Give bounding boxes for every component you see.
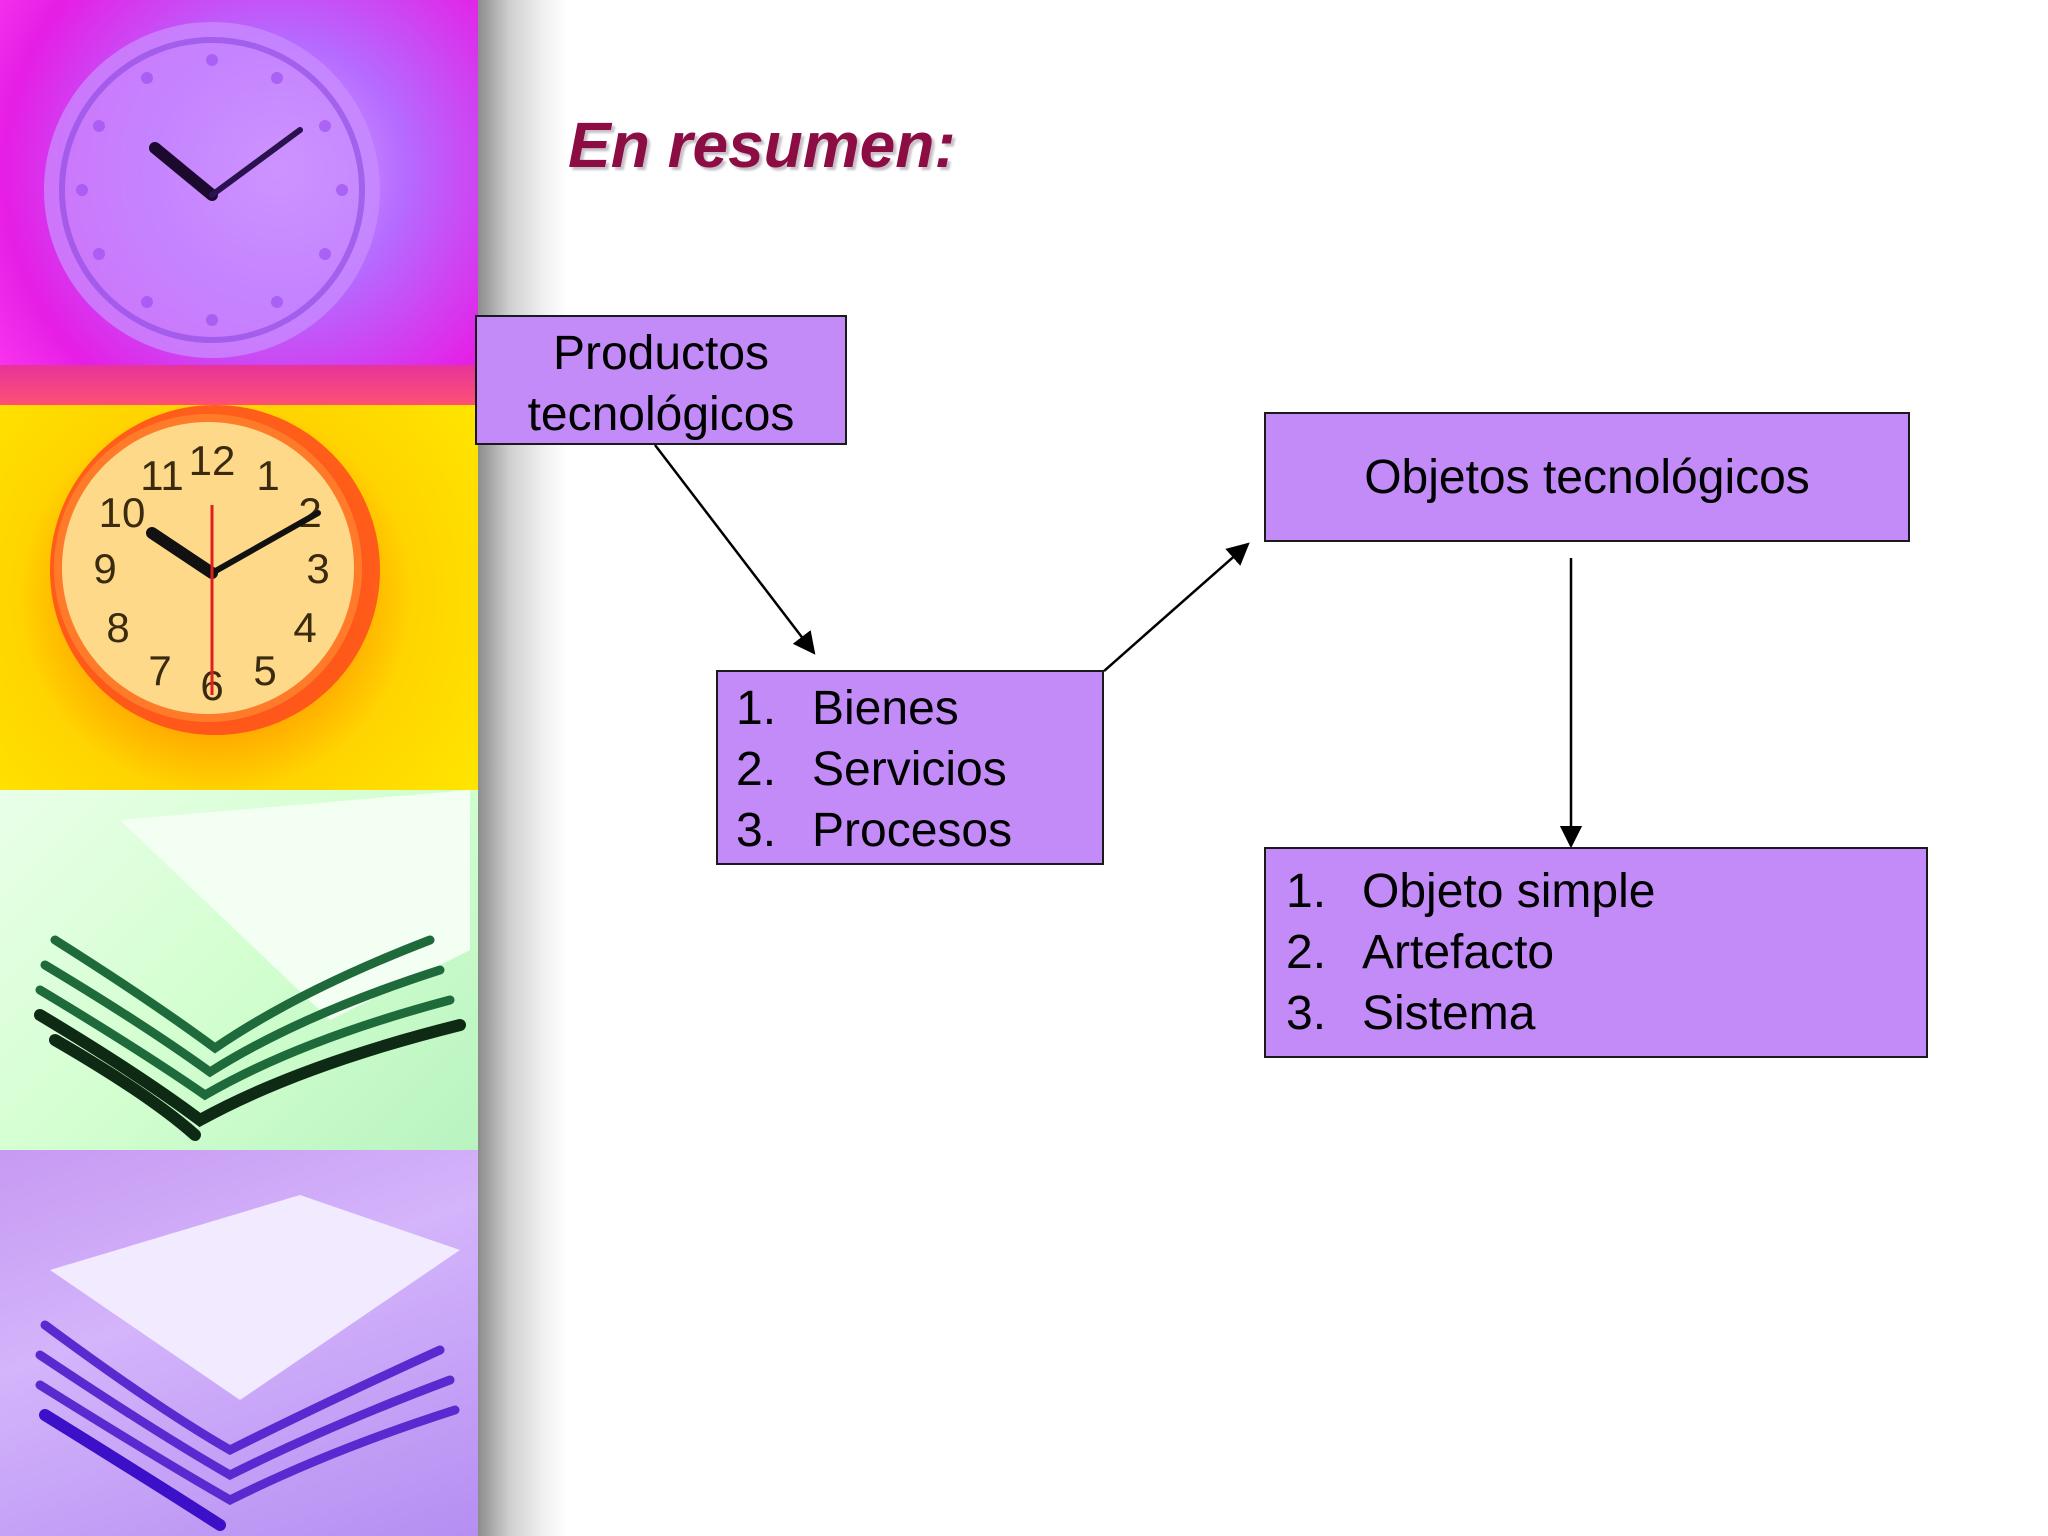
paper-stack-icon [34, 790, 470, 1141]
list-item: 3. Procesos [736, 800, 1102, 861]
list-number: 3. [1286, 987, 1327, 1040]
node-tipos-objetos: 1. Objeto simple 2. Artefacto 3. Sistema [1264, 847, 1928, 1058]
list-item: 3. Sistema [1286, 983, 1926, 1044]
list-item: 2. Artefacto [1286, 922, 1926, 983]
list-item: 1. Objeto simple [1286, 861, 1926, 922]
list-item: 2. Servicios [736, 739, 1102, 800]
svg-text:4: 4 [293, 604, 316, 651]
arrow-productos-to-tipos [654, 444, 816, 655]
node-label-line: Productos [552, 327, 770, 380]
list-label: Objeto simple [1362, 865, 1656, 918]
list-number: 1. [1286, 865, 1327, 918]
node-label-line: tecnológicos [527, 388, 795, 441]
slide-title: En resumen: [568, 109, 956, 181]
list-number: 2. [1286, 926, 1327, 979]
svg-text:3: 3 [306, 545, 329, 592]
numbered-list: 1. Objeto simple 2. Artefacto 3. Sistema [1286, 861, 1926, 1044]
list-label: Servicios [812, 743, 1007, 796]
svg-text:10: 10 [99, 489, 146, 536]
numbered-list: 1. Bienes 2. Servicios 3. Procesos [736, 678, 1102, 861]
list-number: 2. [736, 743, 777, 796]
node-tipos-productos: 1. Bienes 2. Servicios 3. Procesos [716, 670, 1104, 865]
strip-shadow [478, 0, 568, 1536]
paper-stack-icon [35, 1195, 460, 1531]
svg-text:11: 11 [140, 452, 184, 499]
node-productos-tecnologicos: Productos tecnológicos [475, 315, 847, 445]
purple-clock-photo [0, 0, 480, 405]
purple-papers-photo [0, 1150, 480, 1536]
svg-text:12: 12 [189, 437, 236, 484]
svg-text:5: 5 [253, 647, 276, 694]
node-label: Objetos tecnológicos [1364, 451, 1810, 504]
svg-text:8: 8 [106, 604, 129, 651]
list-number: 1. [736, 682, 777, 735]
node-objetos-tecnologicos: Objetos tecnológicos [1264, 412, 1910, 542]
list-label: Procesos [812, 804, 1013, 857]
list-label: Bienes [812, 682, 959, 735]
list-label: Sistema [1362, 987, 1536, 1040]
list-number: 3. [736, 804, 777, 857]
arrow-tipos-to-objetos [1103, 542, 1250, 672]
svg-text:1: 1 [256, 452, 279, 499]
list-item: 1. Bienes [736, 678, 1102, 739]
clock-icon [44, 22, 380, 358]
list-label: Artefacto [1362, 926, 1555, 979]
svg-text:9: 9 [93, 545, 116, 592]
green-papers-photo [0, 790, 480, 1150]
svg-text:7: 7 [148, 647, 171, 694]
